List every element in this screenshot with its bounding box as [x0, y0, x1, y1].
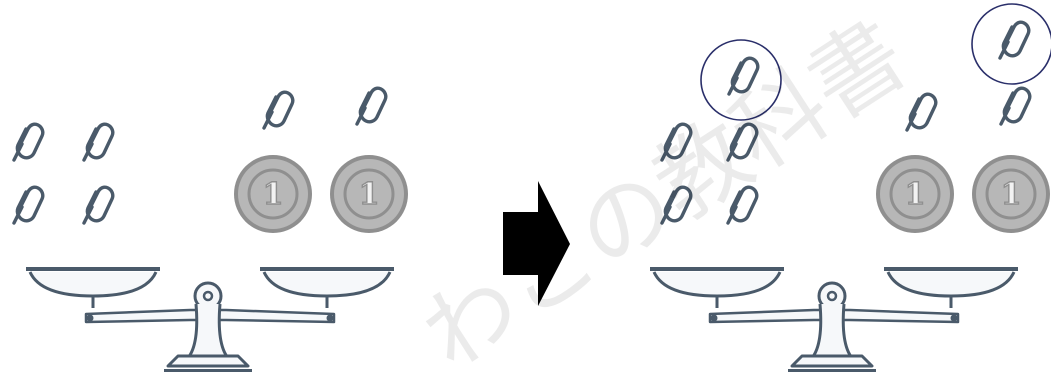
- paperclip-icon: [907, 94, 936, 130]
- paperclip-icon: [357, 88, 386, 124]
- circled-added-paperclip: [972, 4, 1051, 84]
- right-pan-items: 1 1: [876, 4, 1051, 233]
- coin-label: 1: [359, 177, 380, 212]
- paperclip-icon: [14, 124, 43, 160]
- paperclip-icon: [1000, 22, 1029, 58]
- balance-scale-icon: [650, 269, 1018, 371]
- paperclip-icon: [1001, 88, 1030, 124]
- one-yen-coin-icon: 1: [972, 155, 1050, 233]
- left-pan-paperclips: [14, 124, 113, 223]
- paperclip-icon: [264, 92, 293, 128]
- one-yen-coin-icon: 1: [234, 155, 312, 233]
- highlight-circle: [972, 4, 1051, 84]
- coin-label: 1: [905, 177, 926, 212]
- one-yen-coin-icon: 1: [876, 155, 954, 233]
- coin-label: 1: [263, 177, 284, 212]
- balance-scale-icon: [26, 269, 394, 371]
- paperclip-icon: [84, 187, 113, 223]
- paperclip-icon: [84, 124, 113, 160]
- left-balance-scale: 1 1: [14, 88, 408, 371]
- paperclip-icon: [14, 187, 43, 223]
- one-yen-coin-icon: 1: [330, 155, 408, 233]
- coin-label: 1: [1001, 177, 1022, 212]
- right-pan-items: 1 1: [234, 88, 408, 233]
